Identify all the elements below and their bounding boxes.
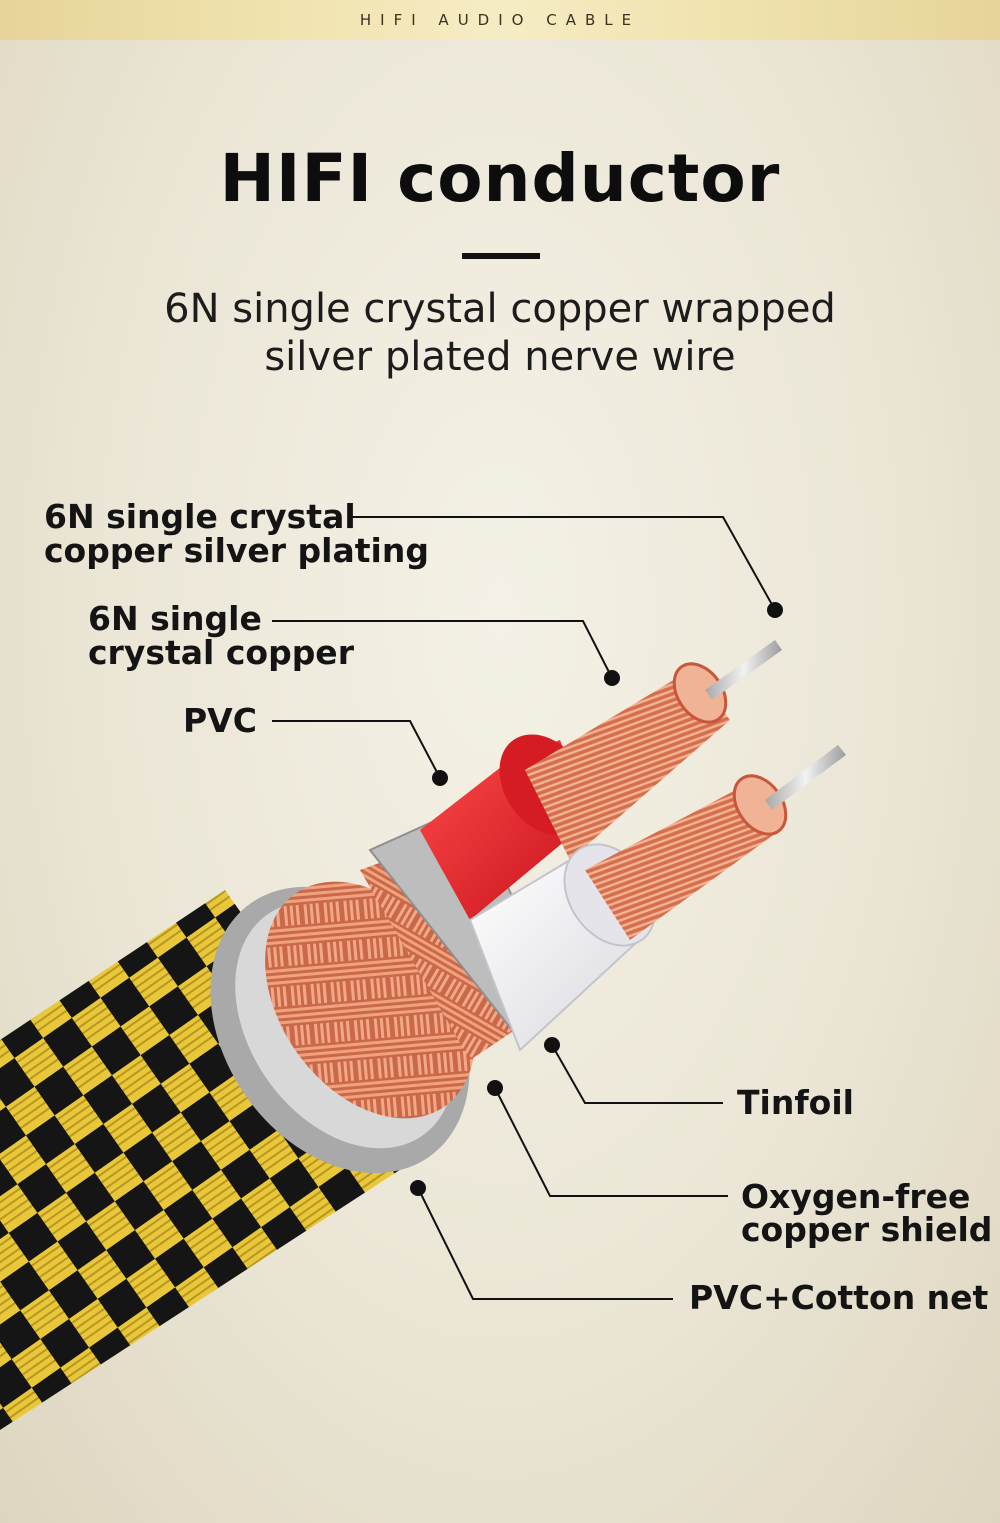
label-crystal-copper-line-1: 6N single [88,599,262,638]
red-silver-wire [705,640,782,700]
callout-line-pvc-cotton [417,1187,673,1300]
top-banner: HIFI AUDIO CABLE [0,0,1000,40]
subtitle-line-2: silver plated nerve wire [264,334,736,380]
callout-dot-silver-plating [767,602,783,618]
subtitle-line-1: 6N single crystal copper wrapped [164,286,836,332]
title-divider [462,253,540,259]
label-copper-shield-line-1: Oxygen-free [741,1177,971,1216]
callout-dot-tinfoil [544,1037,560,1053]
callout-line-crystal-copper [272,620,613,679]
banner-text: HIFI AUDIO CABLE [359,11,641,29]
callout-line-silver-plating [352,516,776,611]
page-subtitle: 6N single crystal copper wrapped silver … [100,285,900,381]
label-tinfoil: Tinfoil [737,1083,854,1122]
callout-line-copper-shield [494,1087,728,1197]
page-title: HIFI conductor [219,140,781,217]
label-silver-plating-line-1: 6N single crystal [44,497,356,536]
callout-line-pvc [272,720,441,779]
callout-line-tinfoil [551,1044,723,1104]
label-crystal-copper: 6N single crystal copper [88,602,354,670]
red-copper-strands [525,670,730,860]
callout-dot-copper-shield [487,1080,503,1096]
white-silver-wire [765,745,846,810]
label-crystal-copper-line-2: crystal copper [88,633,354,672]
callout-dot-crystal-copper [604,670,620,686]
callout-dot-pvc-cotton [410,1180,426,1196]
white-copper-strands [585,785,780,940]
label-pvc-cotton: PVC+Cotton net [689,1278,989,1317]
callout-dot-pvc [432,770,448,786]
label-copper-shield: Oxygen-free copper shield [741,1180,992,1246]
label-silver-plating-line-2: copper silver plating [44,531,429,570]
label-copper-shield-line-2: copper shield [741,1210,993,1249]
label-pvc: PVC [183,701,257,740]
label-silver-plating: 6N single crystal copper silver plating [44,500,429,568]
